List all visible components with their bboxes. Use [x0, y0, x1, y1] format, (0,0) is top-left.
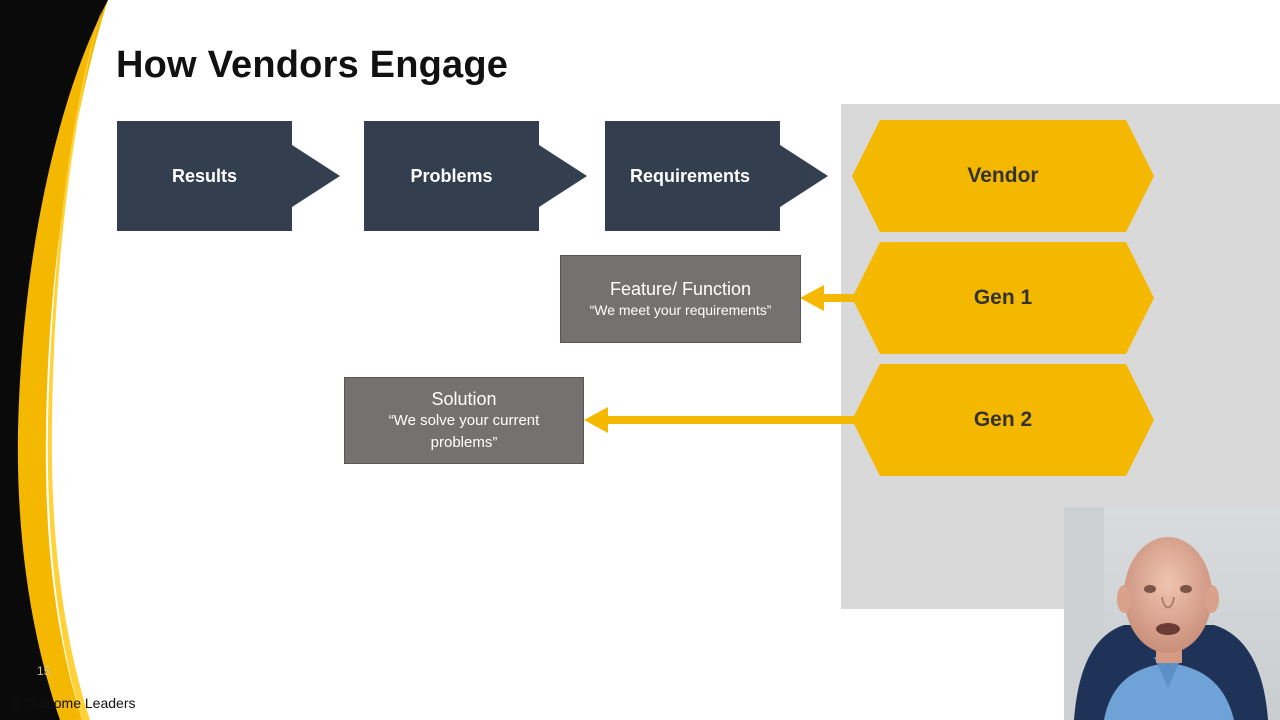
solution-quote: “We solve your current problems” [388, 411, 540, 451]
hex-gen-1: Gen 1 [852, 242, 1154, 354]
arrow-gen1-to-feature [800, 285, 856, 311]
presenter-video [1064, 507, 1280, 720]
step-results-label: Results [171, 165, 238, 186]
slide-title: How Vendors Engage [116, 44, 509, 86]
hex-vendor-label: Vendor [967, 164, 1039, 187]
hex-gen-1-label: Gen 1 [973, 286, 1033, 309]
copyright-notice: © Outcome Leaders [10, 695, 136, 711]
presenter-webcam [1064, 507, 1280, 720]
feature-function-title: Feature/ Function [609, 279, 752, 299]
solution-title: Solution [431, 388, 497, 409]
arrow-gen2-to-solution [584, 407, 856, 433]
feature-function-quote: “We meet your requirements” [589, 302, 772, 318]
hex-gen-2: Gen 2 [852, 364, 1154, 476]
hex-gen-2-label: Gen 2 [973, 408, 1033, 431]
step-requirements-label: Requirements [629, 165, 751, 186]
feature-function-box: Feature/ Function “We meet your requirem… [560, 255, 801, 343]
gold-swoosh [17, 0, 108, 720]
page-number: 15 [37, 664, 51, 678]
hex-vendor: Vendor [852, 120, 1154, 232]
solution-box: Solution “We solve your current problems… [344, 377, 584, 464]
step-problems-label: Problems [410, 165, 493, 186]
